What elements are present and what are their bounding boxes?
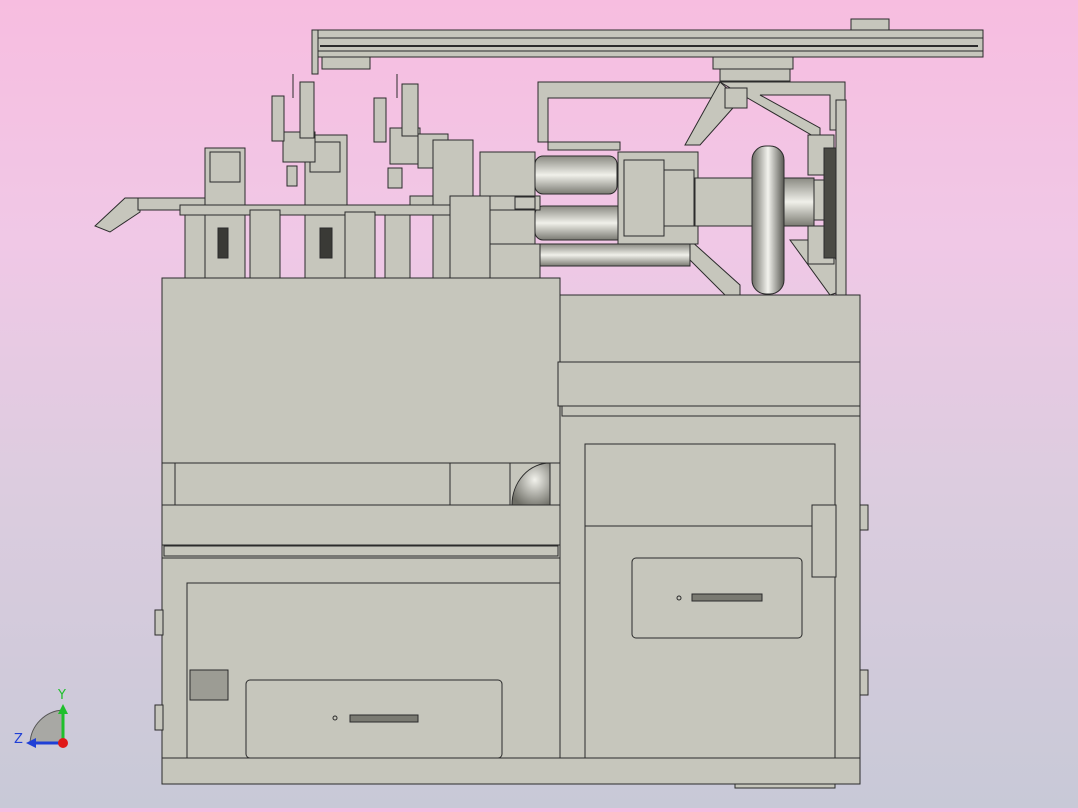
station-column-2 (271, 74, 348, 279)
pulley-wheel (751, 134, 837, 295)
dome-cover (511, 462, 551, 506)
right-cabinet (557, 294, 869, 789)
station-base-rails (179, 195, 541, 279)
triad-y-label: Y (58, 688, 66, 703)
triad-z-label: Z (14, 732, 23, 747)
x-axis-dot (58, 738, 68, 748)
left-cabinet (154, 277, 561, 785)
top-gantry-rail (311, 18, 984, 82)
right-arm-frame (537, 81, 847, 297)
triad-plane-icon (29, 709, 64, 744)
cabinet-base (161, 757, 861, 785)
orientation-triad (26, 704, 68, 748)
drum-rollers (534, 155, 691, 267)
